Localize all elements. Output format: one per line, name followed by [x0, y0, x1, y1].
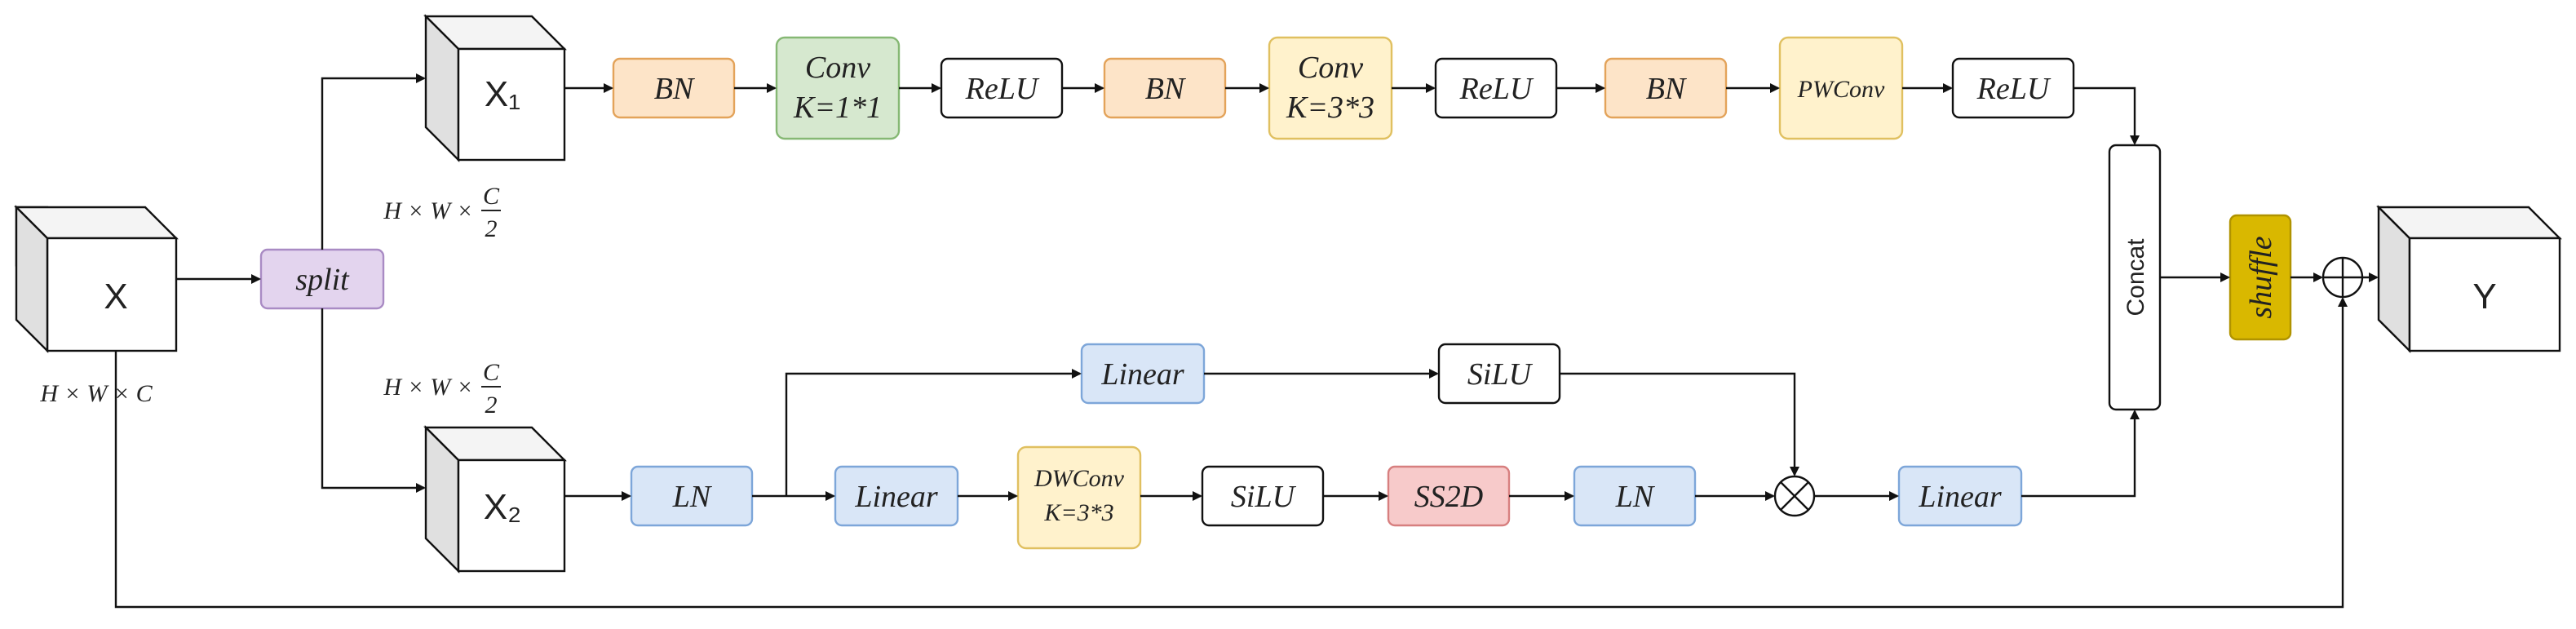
input-cube: X [14, 205, 179, 353]
top-relu-1: ReLU [940, 57, 1064, 119]
output-cube-label: Y [2472, 277, 2496, 317]
input-dim-label: H × W × C [39, 380, 153, 407]
shuffle-block: shuffle [2229, 214, 2292, 341]
connections [114, 73, 2379, 609]
svg-text:SS2D: SS2D [1414, 480, 1483, 514]
svg-text:DWConv: DWConv [1033, 465, 1125, 492]
svg-text:Conv: Conv [1298, 51, 1363, 85]
bottom-gate-silu: SiLU [1437, 343, 1561, 405]
top-conv-3x3: Conv K=3*3 [1268, 36, 1393, 140]
svg-text:LN: LN [672, 480, 713, 514]
output-cube: Y [2376, 205, 2562, 353]
bottom-gate-linear: Linear [1080, 343, 1206, 405]
svg-text:BN: BN [1145, 72, 1187, 106]
bottom-dwconv: DWConv K=3*3 [1016, 445, 1142, 550]
top-bn-3: BN [1604, 57, 1728, 119]
svg-text:H × W ×: H × W × [383, 374, 473, 401]
top-pwconv: PWConv [1778, 36, 1904, 140]
x2-cube-label: X₂ [484, 487, 521, 527]
svg-text:PWConv: PWConv [1797, 76, 1885, 103]
svg-text:ReLU: ReLU [965, 72, 1040, 106]
svg-text:K=3*3: K=3*3 [1043, 499, 1113, 526]
x2-dim-num: C [483, 359, 500, 386]
residual-add-op [2321, 256, 2364, 299]
svg-text:LN: LN [1615, 480, 1656, 514]
x1-cube: X₁ [423, 14, 567, 162]
svg-text:SiLU: SiLU [1231, 480, 1297, 514]
svg-text:H × W ×: H × W × [383, 197, 473, 224]
input-cube-label: X [104, 277, 127, 317]
svg-text:K=1*1: K=1*1 [793, 91, 882, 125]
x2-dim-label: H × W × C 2 [383, 359, 501, 419]
split-label: split [295, 263, 350, 297]
top-relu-2: ReLU [1434, 57, 1558, 119]
concat-label: Concat [2122, 238, 2149, 317]
svg-text:Linear: Linear [1918, 480, 2002, 514]
bottom-ss2d: SS2D [1387, 465, 1511, 527]
svg-text:ReLU: ReLU [1976, 72, 2052, 106]
svg-text:Conv: Conv [805, 51, 870, 85]
bottom-ln-out: LN [1573, 465, 1697, 527]
bottom-ln-in: LN [630, 465, 754, 527]
top-conv-1x1: Conv K=1*1 [775, 36, 901, 140]
bottom-out-linear: Linear [1897, 465, 2023, 527]
top-bn-1: BN [612, 57, 736, 119]
split-block: split [259, 248, 385, 310]
bottom-main-silu: SiLU [1201, 465, 1325, 527]
svg-text:ReLU: ReLU [1459, 72, 1534, 106]
svg-text:SiLU: SiLU [1467, 357, 1534, 392]
bottom-multiply-op [1773, 475, 1816, 517]
x2-dim-den: 2 [485, 392, 498, 419]
concat-block: Concat [2108, 144, 2162, 411]
top-relu-3: ReLU [1951, 57, 2075, 119]
svg-text:K=3*3: K=3*3 [1286, 91, 1374, 125]
svg-text:BN: BN [1646, 72, 1688, 106]
svg-text:BN: BN [654, 72, 696, 106]
x1-cube-label: X₁ [485, 74, 520, 114]
x1-dim-label: H × W × C 2 [383, 183, 501, 242]
bottom-main-linear: Linear [834, 465, 959, 527]
svg-text:Linear: Linear [854, 480, 938, 514]
x1-dim-num: C [483, 183, 500, 210]
x2-cube: X₂ [423, 425, 567, 574]
x1-dim-den: 2 [485, 215, 498, 242]
shuffle-label: shuffle [2244, 236, 2278, 318]
top-bn-2: BN [1103, 57, 1227, 119]
svg-text:Linear: Linear [1100, 357, 1184, 392]
